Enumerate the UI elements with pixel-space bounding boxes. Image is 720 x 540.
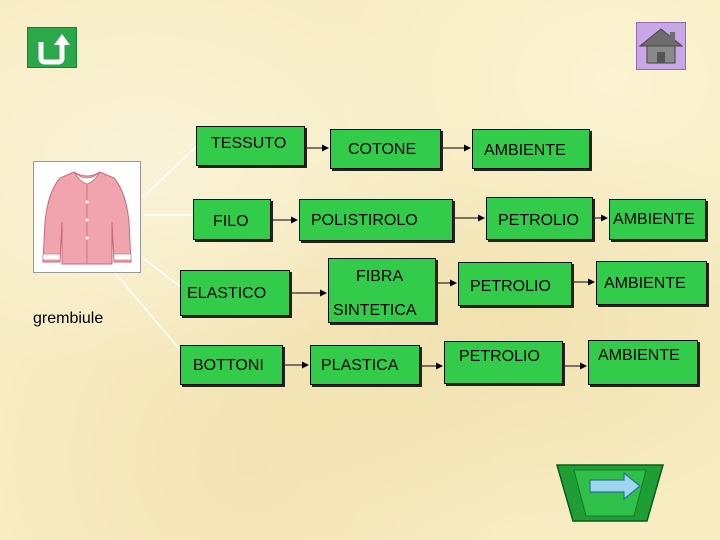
node-cotone: COTONE bbox=[330, 129, 441, 169]
line-to-elastico bbox=[142, 257, 183, 289]
node-label: PETROLIO bbox=[498, 212, 579, 229]
node-label: ELASTICO bbox=[187, 285, 267, 302]
node-petrolio-4: PETROLIO bbox=[444, 341, 563, 384]
node-plastica: PLASTICA bbox=[310, 345, 420, 385]
node-label: PETROLIO bbox=[470, 278, 551, 295]
node-label: COTONE bbox=[348, 141, 417, 158]
node-label: AMBIENTE bbox=[604, 275, 686, 292]
u-turn-arrow-icon bbox=[38, 34, 70, 65]
node-petrolio-2: PETROLIO bbox=[486, 197, 593, 240]
node-ambiente-4: AMBIENTE bbox=[588, 340, 698, 385]
node-elastico: ELASTICO bbox=[180, 270, 290, 316]
caption-grembiule: grembiule bbox=[33, 310, 104, 327]
node-label: PETROLIO bbox=[459, 348, 540, 365]
node-label-line2: SINTETICA bbox=[333, 302, 417, 319]
house-icon bbox=[638, 28, 684, 64]
home-button[interactable] bbox=[636, 22, 686, 70]
node-ambiente-2: AMBIENTE bbox=[609, 199, 706, 240]
node-filo: FILO bbox=[193, 199, 271, 240]
node-label: POLISTIROLO bbox=[311, 212, 418, 229]
node-fibra-sintetica: FIBRA SINTETICA bbox=[328, 258, 436, 323]
right-arrow-icon bbox=[556, 464, 664, 522]
line-to-bottoni bbox=[114, 272, 183, 353]
node-label: PLASTICA bbox=[321, 357, 399, 374]
node-label: AMBIENTE bbox=[484, 142, 566, 159]
node-tessuto: TESSUTO bbox=[196, 126, 305, 166]
node-ambiente-1: AMBIENTE bbox=[472, 129, 590, 169]
node-label: BOTTONI bbox=[193, 357, 264, 374]
next-button[interactable] bbox=[554, 462, 666, 524]
node-label: AMBIENTE bbox=[598, 347, 680, 364]
back-button[interactable] bbox=[27, 27, 77, 68]
node-petrolio-3: PETROLIO bbox=[458, 262, 572, 306]
line-to-tessuto bbox=[142, 142, 201, 198]
node-label: TESSUTO bbox=[211, 135, 287, 152]
node-ambiente-3: AMBIENTE bbox=[596, 261, 707, 305]
node-polistirolo: POLISTIROLO bbox=[299, 199, 453, 241]
node-bottoni: BOTTONI bbox=[180, 345, 283, 385]
node-label: AMBIENTE bbox=[613, 211, 695, 228]
node-label-line1: FIBRA bbox=[356, 268, 404, 285]
node-label: FILO bbox=[213, 213, 249, 230]
grembiule-photo bbox=[33, 161, 141, 273]
